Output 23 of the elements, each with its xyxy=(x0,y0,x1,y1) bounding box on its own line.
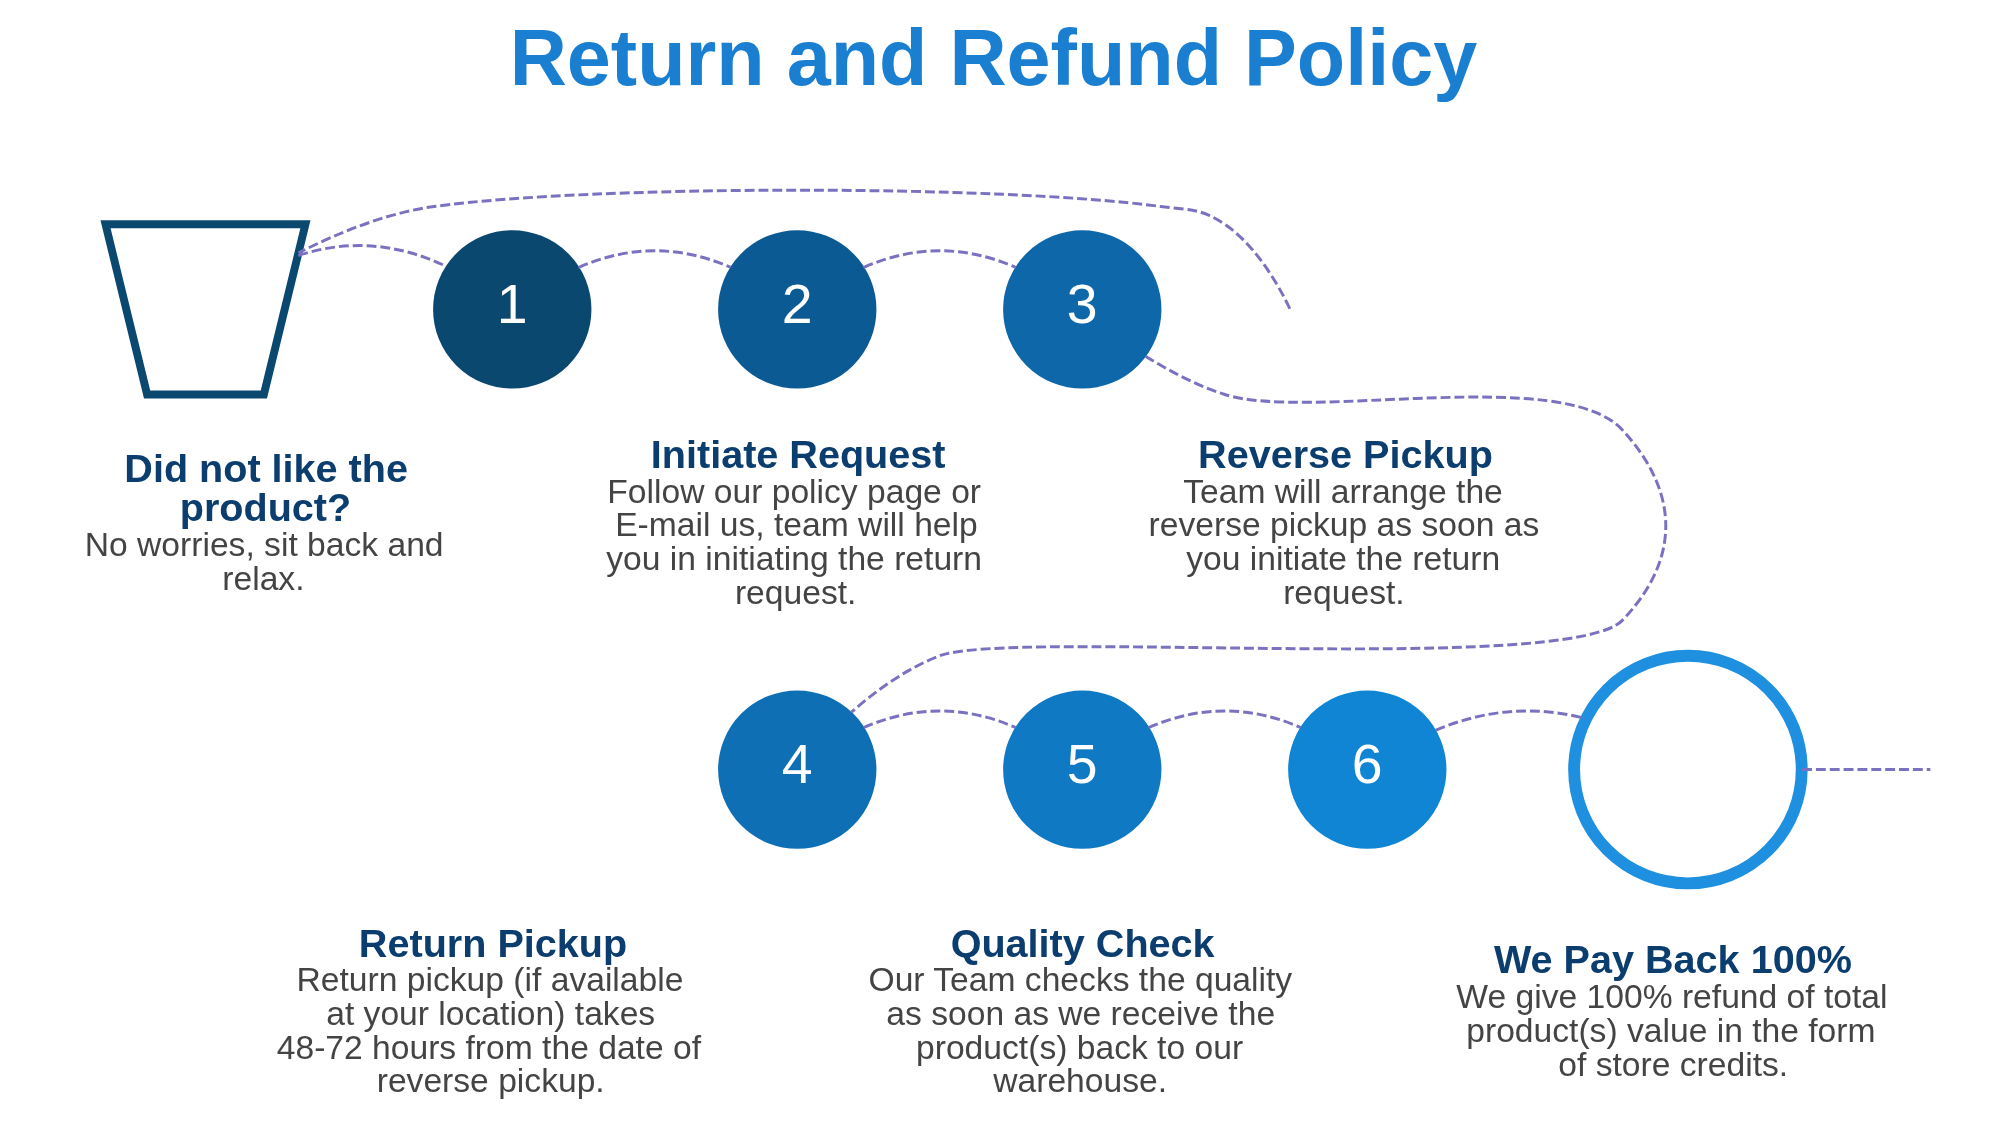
node-circle: 4 xyxy=(717,690,876,849)
connector xyxy=(849,354,1667,714)
node-circle: 6 xyxy=(1287,690,1446,849)
node-circle: 3 xyxy=(1002,230,1161,389)
node-circle: 5 xyxy=(1002,690,1161,849)
connector xyxy=(862,709,1016,730)
node-label: Reverse Pickup xyxy=(1197,431,1493,476)
connector xyxy=(1801,768,1930,772)
connector xyxy=(862,249,1016,269)
node-shirt xyxy=(100,220,310,399)
node-smiley xyxy=(1567,649,1808,890)
node-circle: 2 xyxy=(717,230,876,389)
node-label: Initiate Request xyxy=(650,431,946,476)
connector xyxy=(1434,709,1586,732)
node-label: We Pay Back 100% xyxy=(1493,937,1852,982)
node-label: Return Pickup xyxy=(358,920,627,965)
node-label: Quality Check xyxy=(950,920,1215,965)
connector xyxy=(1147,709,1301,730)
connector xyxy=(297,188,1291,310)
node-circle: 1 xyxy=(432,230,591,389)
diagram-title: Return and Refund Policy xyxy=(509,13,1477,103)
connector xyxy=(577,249,731,269)
node-label: Did not like the product? xyxy=(123,445,408,530)
